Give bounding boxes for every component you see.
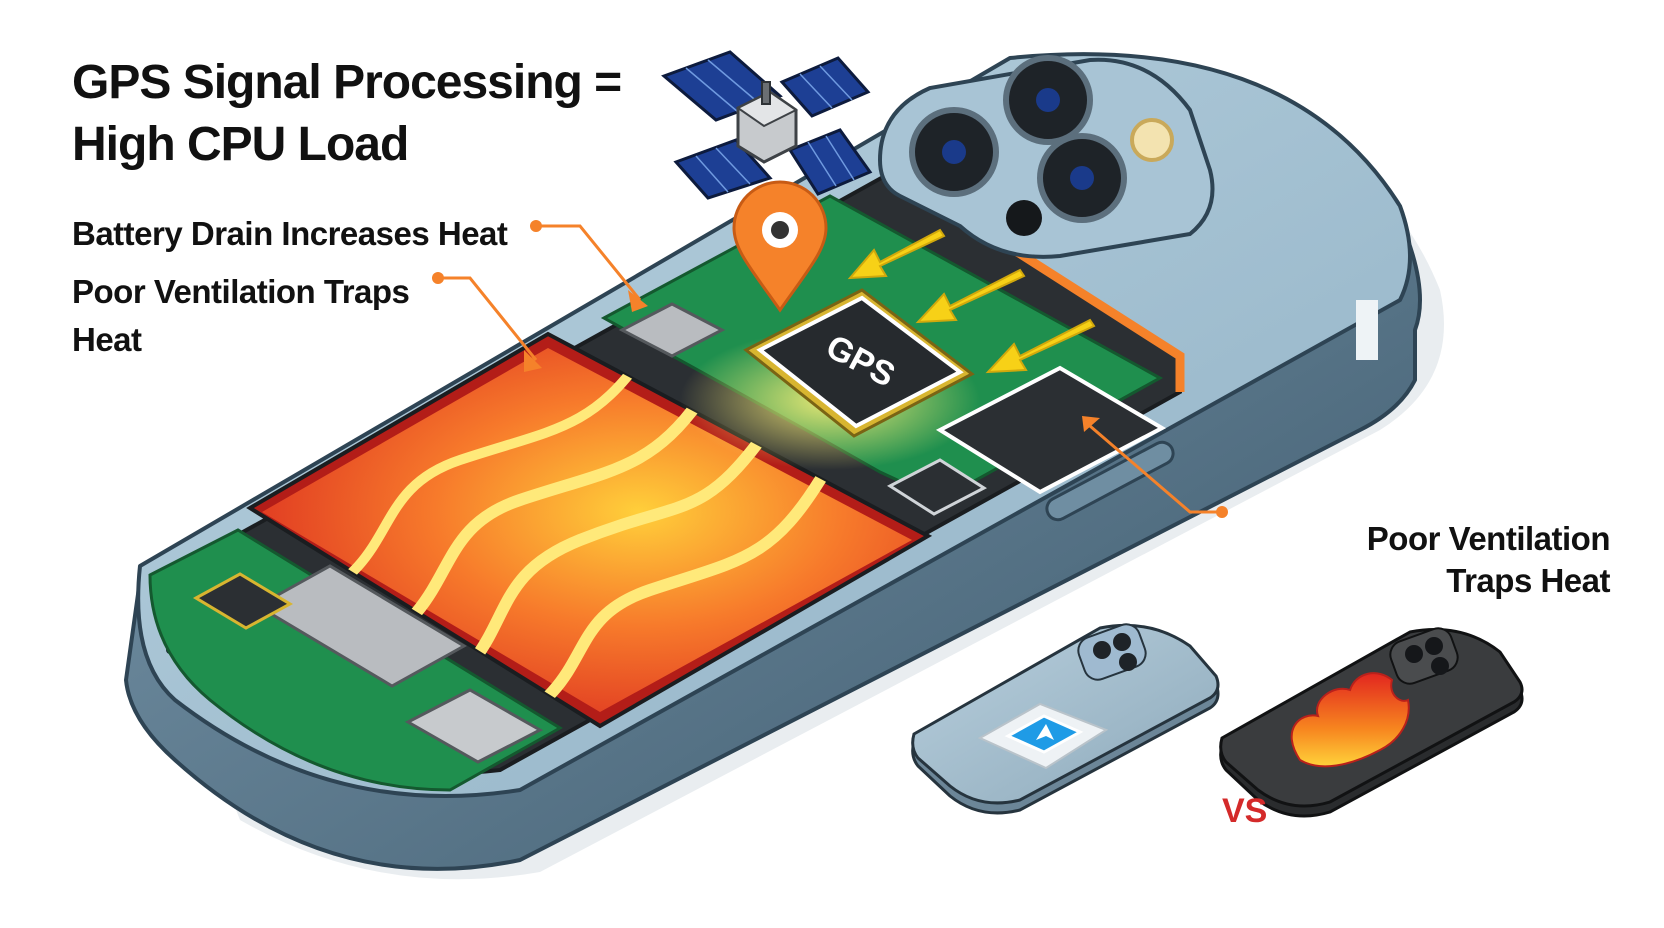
flame-icon xyxy=(1290,672,1410,768)
cool-phone xyxy=(911,623,1220,815)
hot-phone xyxy=(1219,627,1524,818)
callout-ventilation-right: Poor Ventilation Traps Heat xyxy=(1366,520,1611,599)
location-pin-icon xyxy=(732,180,828,313)
callout-markers xyxy=(432,220,1228,518)
satellite-icon xyxy=(661,50,873,200)
metal-shield xyxy=(404,688,544,764)
camera-lens xyxy=(909,107,999,197)
arrow-icon xyxy=(847,228,946,280)
small-camera-module-dark xyxy=(1389,627,1459,685)
callout-leaders xyxy=(438,224,1222,514)
gps-chip: GPS xyxy=(743,288,975,438)
camera-flash xyxy=(1130,118,1174,162)
title-line-2: High CPU Load xyxy=(72,118,409,171)
leader-vent-right xyxy=(1089,424,1222,514)
arrow-icon xyxy=(915,268,1026,324)
antenna-band xyxy=(1356,300,1378,360)
heat-wave xyxy=(305,334,775,605)
camera-lens xyxy=(1003,55,1093,145)
metal-shield xyxy=(254,564,468,688)
side-button xyxy=(1045,440,1175,522)
camera-module xyxy=(877,55,1215,259)
navigation-arrow-icon xyxy=(1036,724,1054,740)
small-chip xyxy=(887,458,987,516)
leader-battery xyxy=(536,224,642,301)
camera-lens xyxy=(1037,133,1127,223)
black-chip xyxy=(192,572,294,630)
metal-shield xyxy=(618,302,726,358)
camera-sensor xyxy=(1006,200,1042,236)
arrow-icon xyxy=(985,318,1096,374)
memory-chip xyxy=(935,365,1167,495)
page-title: GPS Signal Processing = High CPU Load xyxy=(72,52,692,176)
heat-flow-arrows xyxy=(847,228,1096,374)
small-camera-module xyxy=(1077,623,1147,681)
vs-label: VS xyxy=(1222,792,1268,830)
callout-ventilation-left: Poor Ventilation Traps Heat xyxy=(72,273,410,358)
title-line-1: GPS Signal Processing = xyxy=(72,56,622,109)
navigation-app-icon xyxy=(977,702,1109,770)
callout-battery-drain: Battery Drain Increases Heat xyxy=(72,215,508,252)
leader-vent-left xyxy=(438,276,538,361)
main-phone: GPS xyxy=(124,52,1444,880)
